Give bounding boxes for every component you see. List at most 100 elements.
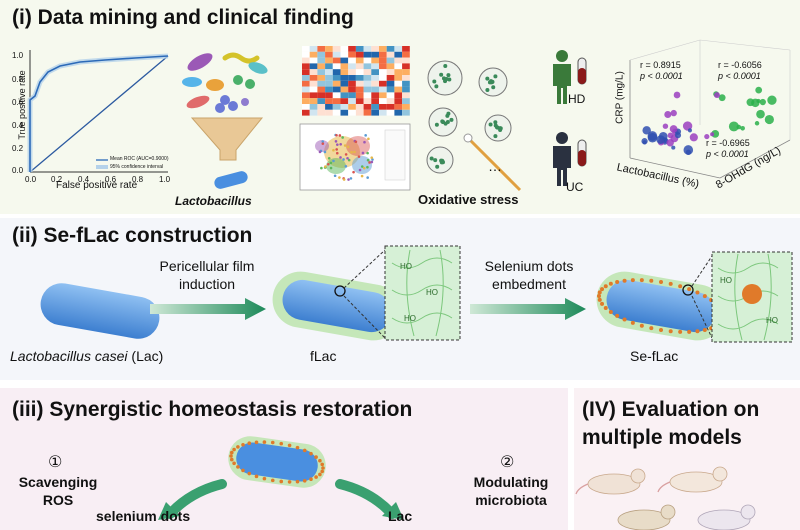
arrow-2-label-line1: Selenium dots (484, 258, 574, 274)
selenium-dot (695, 329, 700, 334)
heatmap-cell (394, 109, 403, 116)
heatmap-cell (332, 69, 341, 75)
heatmap-cell (317, 51, 326, 58)
heatmap-cell (402, 69, 410, 75)
tsne-point (326, 162, 330, 166)
heatmap-cell (332, 86, 341, 93)
heatmap-cell (371, 98, 379, 104)
heatmap-cell (355, 98, 364, 104)
selenium-dot (603, 284, 608, 289)
heatmap-cell (302, 69, 310, 75)
heatmap-cell (402, 63, 410, 70)
panel-4-title-line2: multiple models (582, 426, 742, 449)
heatmap-cell (355, 63, 364, 70)
heatmap-cell (355, 57, 364, 64)
heatmap-cell (379, 57, 387, 64)
heatmap-cell (363, 98, 372, 104)
heatmap-cell (402, 109, 410, 116)
tsne-point (350, 150, 353, 154)
roc-ytick: 0.8 (12, 75, 24, 84)
panel-4-title-line1: (IV) Evaluation on (582, 398, 760, 421)
heatmap-cell (309, 46, 318, 52)
tsne-point (342, 178, 346, 181)
tsne-plot (299, 123, 411, 191)
selenium-dot (254, 440, 259, 445)
heatmap-cell (340, 109, 349, 116)
scatter-point (685, 149, 692, 156)
heatmap-cell (302, 75, 310, 81)
heatmap-cell (386, 51, 395, 58)
heatmap-cell (379, 92, 387, 99)
selenium-dot (630, 320, 635, 325)
patient-illustration (553, 50, 587, 186)
heatmap-cell (309, 57, 318, 64)
heatmap-cell (402, 104, 410, 110)
lac-label-italic: Lactobacillus casei (10, 348, 128, 364)
heatmap-cell (355, 69, 364, 75)
selenium-dot (649, 326, 654, 331)
selenium-dot (314, 475, 318, 479)
scatter-r2: r = -0.6056 (718, 60, 762, 70)
tsne-point (329, 166, 333, 170)
heatmap-cell (355, 92, 364, 99)
selenium-dot (702, 294, 707, 299)
heatmap-cell (340, 98, 349, 104)
scatter-point (740, 125, 745, 131)
heatmap-cell (302, 63, 310, 70)
tsne-point (338, 176, 341, 179)
heatmap-cell (371, 80, 379, 87)
selenium-dot (649, 278, 654, 283)
heatmap-cell (363, 75, 372, 81)
heatmap-cell (340, 104, 349, 110)
heatmap-cell (386, 75, 395, 81)
heatmap-cell (309, 86, 318, 93)
scatter-ylabel: CRP (mg/L) (614, 71, 626, 124)
heatmap-cell (379, 63, 387, 70)
heatmap-cell (317, 69, 326, 75)
tsne-point (332, 159, 335, 163)
heatmap-cell (355, 109, 364, 116)
scatter-point (714, 92, 720, 99)
heatmap-cell (394, 69, 403, 75)
tsne-point (353, 150, 356, 154)
tsne-point (344, 153, 348, 156)
scatter-point (670, 109, 677, 117)
hd-label: HD (568, 92, 586, 106)
heatmap-cell (394, 80, 403, 87)
heatmap-cell (348, 63, 356, 70)
heatmap-cell (302, 80, 310, 87)
heatmap-cell (355, 80, 364, 87)
scatter-point (756, 98, 761, 104)
film-label: HO (400, 262, 412, 271)
ros-particle (440, 160, 445, 165)
ros-particle (485, 76, 490, 81)
heatmap-cell (371, 69, 379, 75)
heatmap-cell (363, 69, 372, 75)
tsne-point (339, 142, 342, 146)
heatmap-cell (317, 98, 326, 104)
flac-label: fLac (310, 348, 337, 364)
heatmap-cell (309, 80, 318, 87)
scatter-point (755, 86, 763, 94)
scatter-point (718, 94, 726, 102)
selenium-dot (603, 305, 608, 310)
selenium-dot (262, 476, 267, 481)
heatmap-cell (317, 104, 326, 110)
scatter-p2: p < 0.0001 (718, 71, 761, 81)
roc-diagonal (29, 55, 169, 173)
heatmap-cell (309, 69, 318, 75)
heatmap-cell (355, 104, 364, 110)
heatmap-cell (394, 104, 403, 110)
heatmap-cell (371, 46, 379, 52)
heatmap-cell (340, 92, 349, 99)
selenium-dot (287, 443, 292, 448)
test-tube-icon (577, 57, 587, 85)
ros-particle (429, 156, 434, 161)
heatmap-cell (332, 104, 341, 110)
heatmap-cell (302, 104, 310, 110)
ros-particle (493, 74, 498, 79)
healthy-person-icon (553, 50, 571, 104)
heatmap-cell (402, 92, 410, 99)
selenium-dot (600, 301, 605, 306)
selenium-dot (597, 294, 601, 298)
